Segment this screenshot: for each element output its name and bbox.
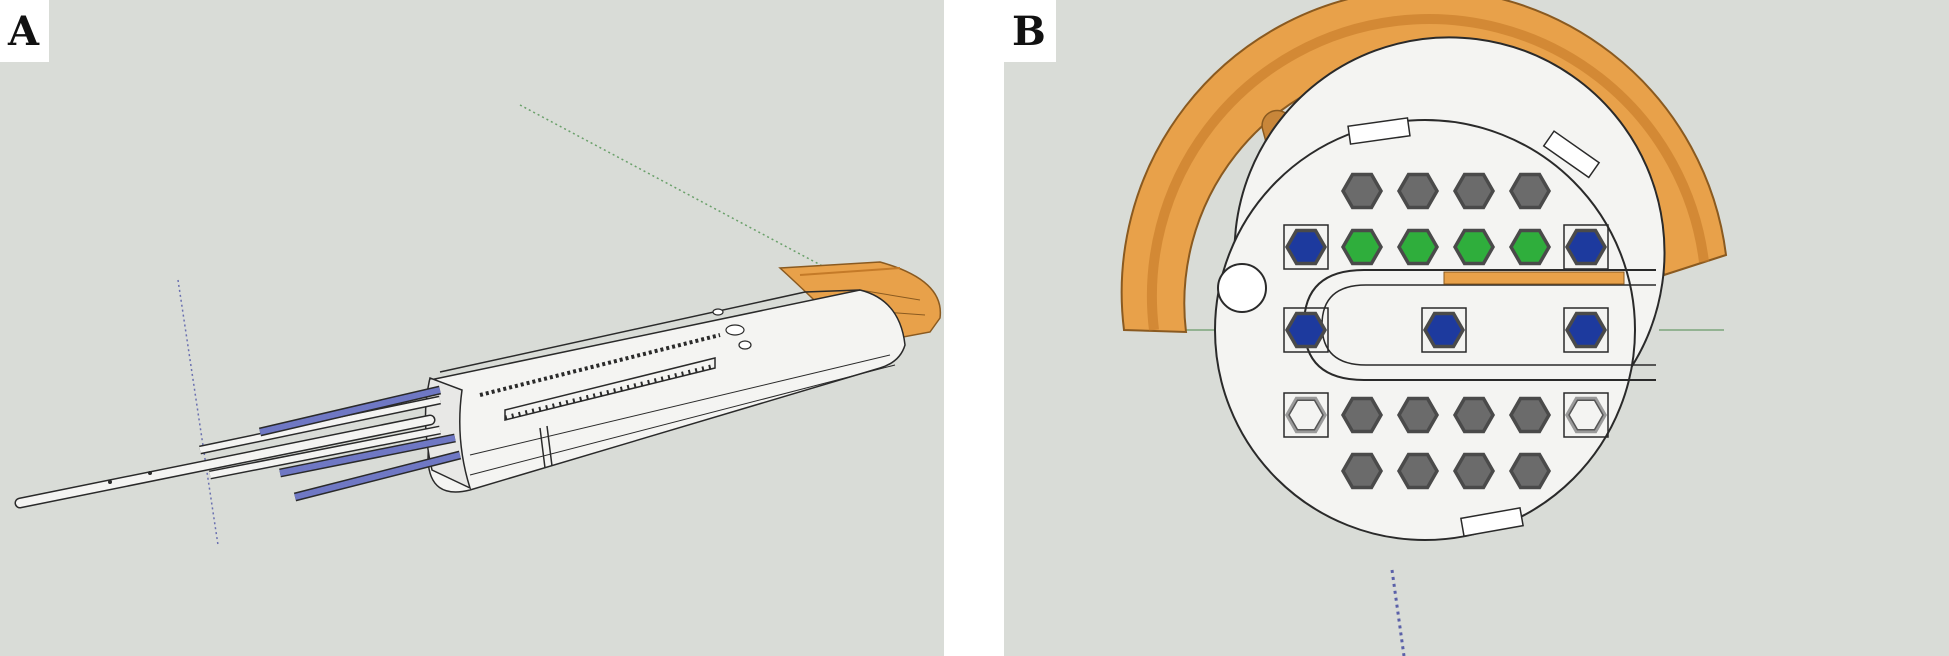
rods-bundle xyxy=(14,385,462,509)
gray-hex-pin xyxy=(1509,452,1551,490)
gray-hex-pin xyxy=(1397,396,1439,434)
gray-hex-pin xyxy=(1341,396,1383,434)
blue-hex-pin xyxy=(1563,307,1609,353)
panel-label-b: B xyxy=(1004,0,1056,62)
device-side-view-drawing xyxy=(14,104,942,546)
gray-hex-pin xyxy=(1341,172,1383,210)
panel-a-side-view: A xyxy=(0,0,944,656)
green-axis-line xyxy=(519,104,831,271)
gray-hex-pin xyxy=(1509,396,1551,434)
panel-b-front-view: B xyxy=(1004,0,1949,656)
gray-hex-pin xyxy=(1509,172,1551,210)
blue-hex-pin xyxy=(1563,224,1609,270)
gray-hex-pin xyxy=(1341,452,1383,490)
gray-hex-pin xyxy=(1453,172,1495,210)
gray-hex-pin xyxy=(1453,452,1495,490)
blue-hex-pin xyxy=(1283,224,1329,270)
vertical-axis-line xyxy=(1390,569,1406,656)
outline-hex-pin xyxy=(1283,392,1329,438)
blue-axis-line xyxy=(177,279,219,546)
panel-label-a: A xyxy=(0,0,50,62)
green-hex-pin xyxy=(1509,228,1551,266)
gray-hex-pin xyxy=(1397,452,1439,490)
green-hex-pin xyxy=(1397,228,1439,266)
hexagon-grid xyxy=(1283,172,1609,490)
main-housing xyxy=(424,289,906,493)
green-hex-pin xyxy=(1341,228,1383,266)
gray-hex-pin xyxy=(1397,172,1439,210)
blue-hex-pin xyxy=(1421,307,1467,353)
outline-hex-pin xyxy=(1563,392,1609,438)
device-front-view-drawing xyxy=(1120,0,1728,656)
blue-hex-pin xyxy=(1283,307,1329,353)
green-hex-pin xyxy=(1453,228,1495,266)
gray-hex-pin xyxy=(1453,396,1495,434)
